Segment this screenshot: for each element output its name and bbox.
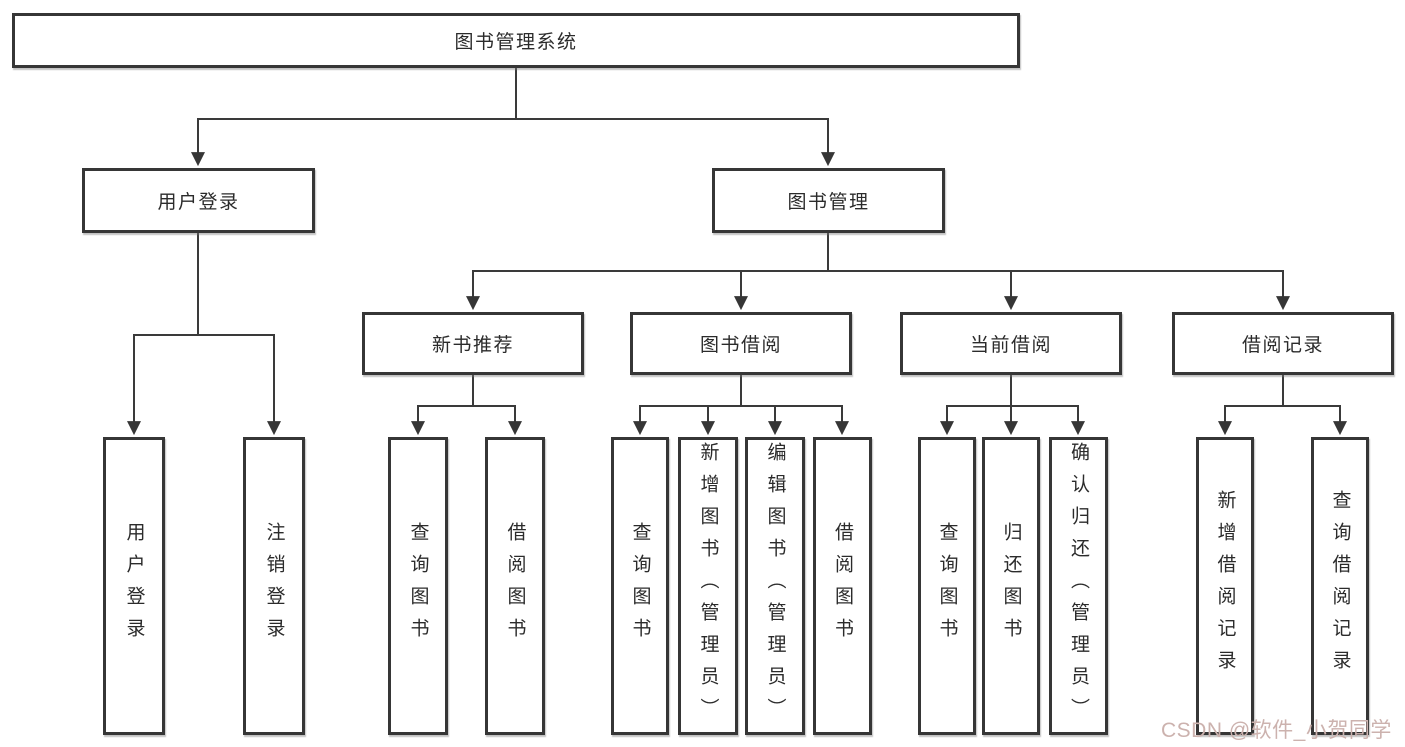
leaf-confirm-return-admin: 确认归还（管理员）: [1049, 437, 1108, 735]
leaf-add-borrow-record: 新增借阅记录: [1196, 437, 1254, 735]
node-book-borrowing: 图书借阅: [630, 312, 852, 375]
node-book-management: 图书管理: [712, 168, 945, 233]
leaf-borrow-books-recommend: 借阅图书: [485, 437, 545, 735]
node-user-login: 用户登录: [82, 168, 315, 233]
leaf-query-books-recommend: 查询图书: [388, 437, 448, 735]
csdn-watermark: CSDN @软件_小贺同学: [1161, 719, 1392, 742]
leaf-query-books-current: 查询图书: [918, 437, 976, 735]
node-current-borrowing: 当前借阅: [900, 312, 1122, 375]
node-library-system: 图书管理系统: [12, 13, 1020, 68]
leaf-add-book-admin: 新增图书（管理员）: [678, 437, 738, 735]
leaf-borrow-books: 借阅图书: [813, 437, 872, 735]
leaf-logout: 注销登录: [243, 437, 305, 735]
leaf-return-books: 归还图书: [982, 437, 1040, 735]
leaf-edit-book-admin: 编辑图书（管理员）: [745, 437, 805, 735]
leaf-query-borrow-record: 查询借阅记录: [1311, 437, 1369, 735]
leaf-query-books-borrow: 查询图书: [611, 437, 669, 735]
node-new-book-recommendation: 新书推荐: [362, 312, 584, 375]
node-borrowing-records: 借阅记录: [1172, 312, 1394, 375]
leaf-user-login: 用户登录: [103, 437, 165, 735]
